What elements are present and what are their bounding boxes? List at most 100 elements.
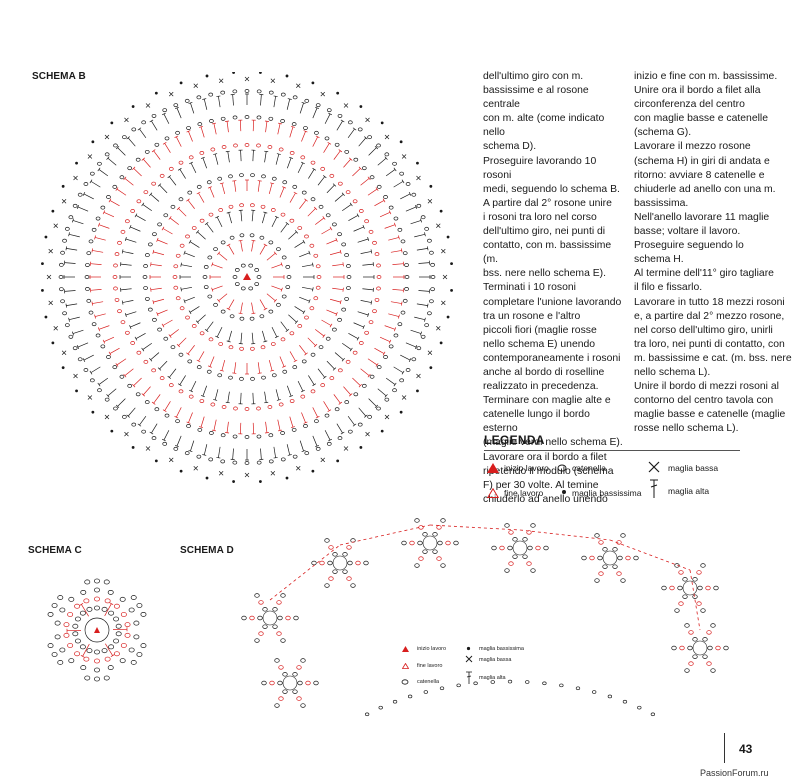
text-line: ritorno: avviare 8 catenelle e	[634, 169, 794, 183]
stitch-tall	[154, 151, 161, 160]
stitch-tall-top	[278, 430, 282, 431]
stitch-tall	[298, 163, 303, 173]
stitch-tall-top	[328, 142, 331, 144]
stitch-chain	[52, 652, 57, 656]
stitch-chain	[87, 607, 92, 611]
stitch-tall	[266, 422, 267, 433]
stitch-single	[436, 224, 440, 228]
stitch-tall-top	[189, 240, 191, 243]
stitch-chain	[423, 550, 428, 554]
stitch-tall	[104, 337, 114, 342]
stitch-chain	[63, 312, 67, 315]
stitch-tall	[165, 143, 171, 152]
stitch-tall	[313, 436, 317, 446]
stitch-chain	[259, 601, 264, 605]
stitch-tall	[361, 369, 370, 376]
stitch-chain	[204, 285, 208, 288]
stitch-slip	[259, 480, 262, 483]
stitch-chain	[385, 398, 389, 401]
stitch-tall	[210, 187, 214, 197]
legenda-bassissima-label: maglia bassissima	[572, 488, 641, 498]
stitch-chain	[233, 275, 237, 278]
stitch-tall	[386, 378, 395, 384]
stitch-tall	[130, 323, 140, 327]
stitch-tall-top	[150, 120, 153, 122]
maglia-bassa-icon	[648, 461, 660, 473]
stitch-chain	[394, 217, 398, 220]
stitch-chain	[192, 324, 196, 327]
text-line: con maglie basse e catenelle	[634, 112, 794, 126]
stitch-tall	[302, 265, 313, 267]
stitch-tall	[258, 362, 259, 373]
stitch-single	[124, 432, 128, 436]
stitch-chain	[272, 374, 276, 377]
stitch-chain	[165, 137, 169, 140]
stitch-tall	[105, 604, 112, 616]
stitch-chain	[209, 431, 213, 434]
stitch-chain	[415, 564, 420, 568]
text-line: basse; voltare il lavoro.	[634, 225, 794, 239]
stitch-tall-top	[258, 373, 262, 374]
stitch-chain	[346, 360, 350, 363]
stitch-tall	[212, 264, 222, 268]
flower-center	[263, 611, 277, 625]
text-line: (schema G).	[634, 126, 794, 140]
stitch-chain	[279, 148, 283, 151]
stitch-tall	[252, 210, 253, 221]
stitch-chain	[491, 681, 495, 684]
stitch-chain	[186, 235, 190, 238]
stitch-tall	[287, 158, 291, 168]
stitch-chain	[209, 119, 213, 122]
stitch-tall	[269, 183, 272, 194]
stitch-chain	[257, 275, 261, 278]
stitch-chain	[375, 252, 379, 255]
stitch-chain	[301, 659, 306, 663]
stitch-chain	[634, 556, 639, 560]
stitch-tall	[181, 287, 192, 289]
stitch-single	[54, 326, 58, 330]
stitch-chain	[269, 117, 273, 120]
text-line: nello schema L).	[634, 366, 794, 380]
stitch-chain	[401, 240, 405, 243]
stitch-slip	[440, 341, 443, 344]
stitch-tall	[280, 356, 284, 366]
stitch-chain	[505, 569, 510, 573]
stitch-tall	[300, 441, 303, 451]
stitch-chain	[121, 230, 125, 233]
stitch-chain	[679, 571, 684, 575]
stitch-chain	[697, 602, 702, 606]
stitch-chain	[279, 666, 284, 670]
stitch-chain	[189, 395, 193, 398]
stitch-tall	[203, 386, 207, 396]
stitch-tall	[176, 137, 181, 147]
stitch-tall-top	[69, 318, 70, 322]
stitch-chain	[345, 150, 349, 153]
flower-center	[693, 641, 707, 655]
stitch-tall	[121, 289, 132, 290]
stitch-slip	[450, 262, 453, 265]
stitch-chain	[335, 408, 339, 411]
stitch-chain	[617, 572, 622, 576]
stitch-chain	[87, 649, 92, 653]
stitch-tall	[318, 369, 325, 378]
text-line: dell'ultimo giro, nei punti di	[483, 225, 625, 239]
stitch-tall	[130, 227, 140, 231]
text-line: contemporaneamente i rosoni	[483, 352, 625, 366]
stitch-chain	[358, 128, 362, 131]
stitch-tall	[128, 408, 135, 416]
stitch-chain	[208, 295, 212, 298]
text-line: Terminare con maglie alte e	[483, 394, 625, 408]
stitch-chain	[75, 639, 80, 643]
stitch-chain	[137, 351, 141, 354]
stitch-tall	[108, 389, 116, 396]
stitch-chain	[131, 341, 135, 344]
stitch-chain	[60, 608, 65, 612]
stitch-tall	[269, 360, 272, 371]
stitch-chain	[78, 358, 82, 361]
stitch-chain	[131, 660, 136, 664]
stitch-chain	[61, 300, 65, 303]
text-line: Unire ora il bordo a filet alla	[634, 84, 794, 98]
stitch-single	[296, 84, 300, 88]
stitch-chain	[403, 299, 407, 302]
stitch-tall	[281, 322, 288, 331]
